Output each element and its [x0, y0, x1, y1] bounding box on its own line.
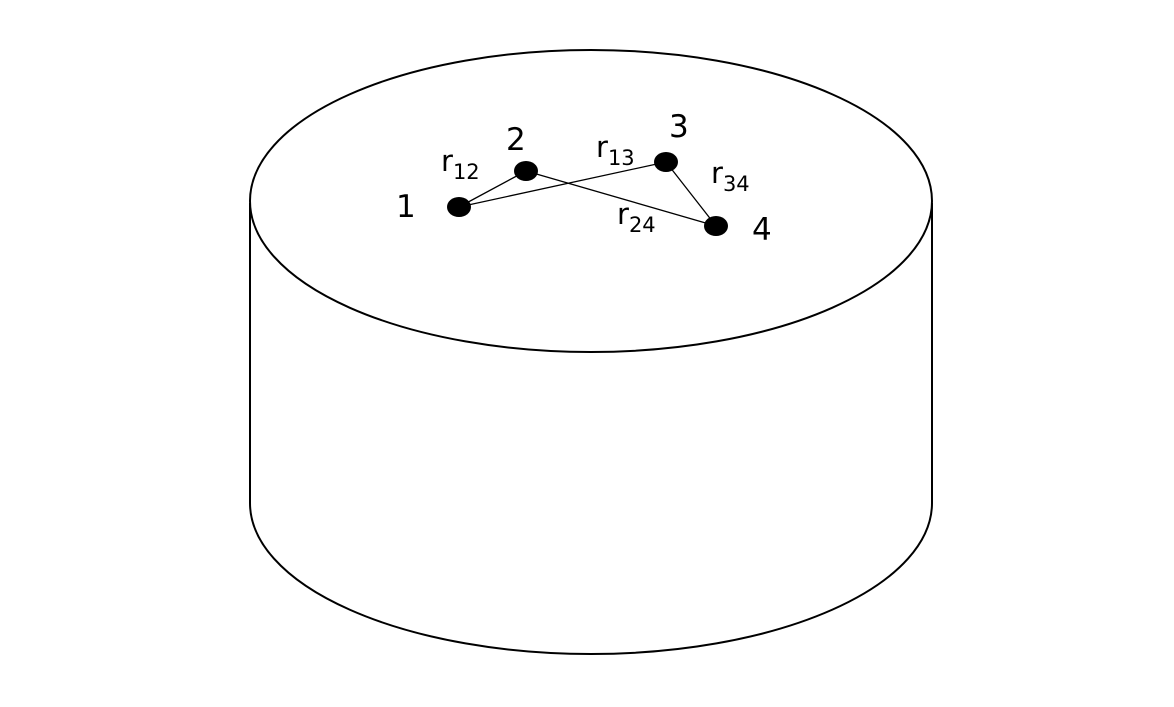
node-4: [704, 216, 728, 236]
edge-1-2-subscript: 12: [453, 160, 480, 184]
node-1: [447, 197, 471, 217]
node-2: [514, 161, 538, 181]
edge-2-4: [525, 170, 717, 227]
node-1-label: 1: [396, 189, 416, 225]
edge-1-2: [458, 170, 527, 208]
edge-2-4-label: r24: [617, 197, 656, 237]
node-3: [654, 152, 678, 172]
edge-3-4-subscript: 34: [723, 172, 750, 196]
edge-1-2-symbol: r: [441, 144, 453, 178]
edge-3-4-label: r34: [711, 156, 750, 196]
edge-3-4-symbol: r: [711, 156, 723, 190]
node-4-label: 4: [752, 212, 772, 248]
edge-1-3-subscript: 13: [608, 146, 635, 170]
edge-1-3-label: r13: [596, 130, 635, 170]
edge-1-3-symbol: r: [596, 130, 608, 164]
cylinder-top-face: [249, 49, 933, 353]
edge-2-4-symbol: r: [617, 197, 629, 231]
edge-3-4: [665, 161, 717, 227]
edge-1-2-label: r12: [441, 144, 480, 184]
node-2-label: 2: [506, 122, 526, 158]
edge-2-4-subscript: 24: [629, 213, 656, 237]
node-3-label: 3: [669, 109, 689, 145]
edge-1-3: [458, 161, 667, 208]
